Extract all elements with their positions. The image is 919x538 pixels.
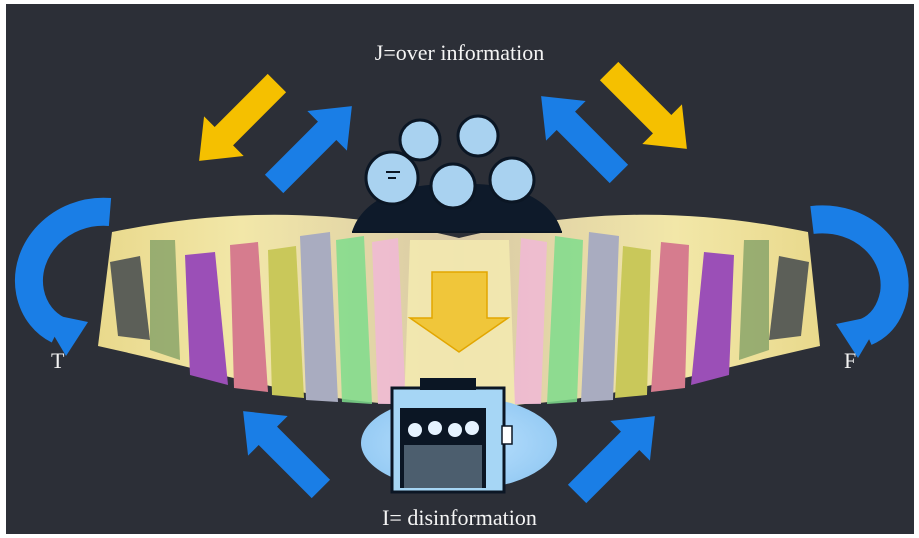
curved-arrow-right [810, 205, 909, 358]
blue-arrow-top-left [264, 106, 352, 194]
yellow-arrow-top-left [199, 73, 287, 161]
blue-arrow-bottom-right [567, 416, 655, 504]
left-label: T [51, 348, 65, 373]
yellow-arrow-top-right [599, 61, 687, 149]
top-label: J=over information [374, 40, 545, 65]
right-label: F [844, 348, 857, 373]
blue-arrow-top-right [541, 96, 629, 184]
elevator-icon [361, 378, 557, 494]
blue-arrow-bottom-left [243, 411, 331, 499]
bottom-label: I= disinformation [382, 505, 537, 530]
group-portrait-icon [352, 114, 562, 233]
center-down-arrow [407, 271, 511, 353]
curved-arrow-left [14, 197, 112, 356]
